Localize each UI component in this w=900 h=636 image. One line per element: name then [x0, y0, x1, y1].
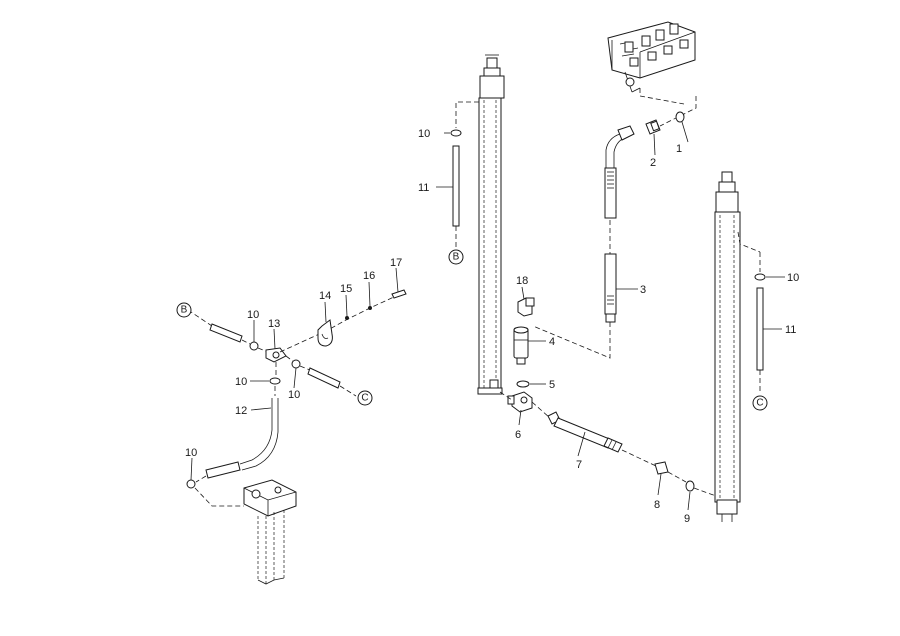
elbow-fitting-18	[517, 297, 535, 317]
callout-4: 4	[549, 336, 555, 348]
svg-text:C: C	[361, 393, 368, 404]
center-hydraulic-cylinder	[477, 54, 505, 395]
callout-8: 8	[654, 499, 660, 511]
o-ring-10-left	[249, 341, 259, 351]
callout-12: 12	[235, 405, 247, 417]
o-ring-10-top	[450, 129, 462, 137]
o-ring-5	[516, 380, 530, 388]
svg-text:B: B	[181, 305, 188, 316]
valve-4	[513, 326, 529, 365]
tee-fitting-13	[265, 347, 287, 363]
ref-c-right: C	[752, 395, 768, 411]
fitting-2	[645, 119, 661, 135]
leader-lines	[190, 121, 785, 511]
callout-10-top: 10	[418, 128, 430, 140]
callout-16: 16	[363, 270, 375, 282]
tube-segment-right	[307, 367, 341, 389]
hose-3	[604, 125, 635, 323]
callout-10-left: 10	[247, 309, 259, 321]
o-ring-10-bottom	[186, 479, 196, 489]
tee-fitting-6	[507, 391, 533, 413]
callout-10-lower: 10	[235, 376, 247, 388]
callout-2: 2	[650, 157, 656, 169]
callouts: 1 2 3 4 5 6 7 8 9 10 11 10 11 18 10 13 1…	[185, 128, 799, 525]
o-ring-10-mid	[291, 359, 301, 369]
callout-11-left: 11	[418, 182, 429, 194]
callout-18: 18	[516, 275, 528, 287]
hose-12	[205, 398, 279, 479]
right-hydraulic-cylinder	[714, 171, 761, 522]
callout-6: 6	[515, 429, 521, 441]
callout-13: 13	[268, 318, 280, 330]
callout-9: 9	[684, 513, 690, 525]
callout-10-bottom: 10	[185, 447, 197, 459]
callout-5: 5	[549, 379, 555, 391]
pump-assembly	[243, 479, 297, 585]
callout-7: 7	[576, 459, 582, 471]
callout-1: 1	[676, 143, 682, 155]
o-ring-1	[675, 111, 685, 123]
callout-10-mid: 10	[288, 389, 300, 401]
svg-text:B: B	[453, 252, 460, 263]
callout-3: 3	[640, 284, 646, 296]
callout-10-right: 10	[787, 272, 799, 284]
o-ring-9	[685, 480, 695, 492]
callout-17: 17	[390, 257, 402, 269]
tube-segment-left	[209, 323, 243, 343]
control-valve-block	[607, 21, 696, 93]
callout-11-right: 11	[785, 324, 796, 336]
tube-11-right	[756, 287, 764, 371]
ref-c-left: C	[357, 390, 373, 406]
hose-7	[547, 411, 623, 453]
o-ring-10-lower	[269, 377, 281, 385]
callout-15: 15	[340, 283, 352, 295]
fitting-8	[654, 461, 669, 475]
nut-16	[368, 306, 372, 310]
washer-15	[345, 316, 349, 320]
tube-11-left	[452, 145, 460, 227]
ref-b-left: B	[176, 302, 192, 318]
svg-text:C: C	[756, 398, 763, 409]
callout-14: 14	[319, 290, 331, 302]
o-ring-10-right	[754, 273, 766, 281]
clamp-14	[317, 319, 333, 347]
bolt-17	[391, 289, 407, 299]
ref-b-top: B	[448, 249, 464, 265]
